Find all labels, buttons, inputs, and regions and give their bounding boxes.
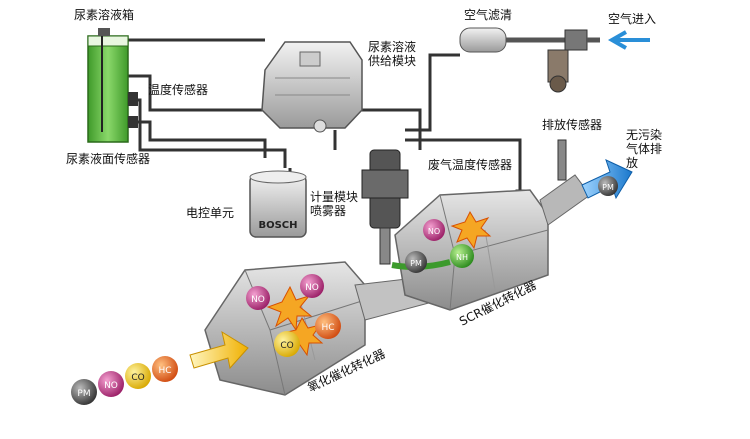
exhaust-sensor-label: 排放传感器: [542, 118, 603, 132]
exhaust-sensor-icon: [557, 139, 567, 181]
level-sensor-icon: [128, 116, 138, 128]
clean-out-label: 无污染气体排放: [626, 128, 663, 170]
supply-module-label: 尿素溶液供给模块: [368, 40, 417, 68]
molecule-co-in: CO: [125, 363, 151, 389]
molecule-pm-in: PM: [71, 379, 97, 405]
molecule-co-oxi: CO: [274, 331, 300, 357]
svg-text:HC: HC: [321, 323, 334, 333]
scr-catalyst: [394, 174, 591, 311]
molecule-no-oxi: NO: [246, 286, 270, 310]
urea-tank-label: 尿素溶液箱: [74, 8, 135, 22]
molecule-pm-scr: PM: [405, 251, 427, 273]
molecule-hc-oxi: HC: [315, 313, 341, 339]
air-in-label: 空气进入: [608, 12, 657, 26]
urea-tank: [87, 28, 138, 143]
molecule-hc-in: HC: [152, 356, 178, 382]
air-in-arrow: [607, 30, 650, 50]
air-filter: [459, 27, 600, 93]
dosing-module-label: 计量模块喷雾器: [310, 190, 359, 218]
svg-text:PM: PM: [602, 183, 614, 192]
ecu-brand-label: BOSCH: [258, 220, 297, 231]
svg-text:NO: NO: [251, 295, 265, 305]
svg-text:NO: NO: [305, 283, 319, 293]
svg-text:CO: CO: [131, 373, 144, 383]
svg-text:NO: NO: [104, 381, 118, 391]
molecule-nh-scr: NH: [450, 244, 474, 268]
reaction-burst-icon: [450, 210, 492, 250]
svg-text:NO: NO: [428, 227, 440, 236]
svg-text:PM: PM: [410, 259, 422, 268]
svg-text:HC: HC: [158, 366, 171, 376]
svg-text:CO: CO: [280, 341, 293, 351]
exhaust-temp-sensor-label: 废气温度传感器: [428, 158, 513, 172]
level-sensor-label: 尿素液面传感器: [66, 152, 151, 166]
temp-sensor-icon: [128, 92, 138, 106]
supply-module: [261, 41, 363, 133]
air-filter-label: 空气滤清: [464, 8, 513, 22]
svg-text:NH: NH: [456, 253, 468, 262]
molecule-no-oxi-2: NO: [300, 274, 324, 298]
ecu-label: 电控单元: [186, 206, 235, 220]
molecule-no-in: NO: [98, 371, 124, 397]
temp-sensor-label: 温度传感器: [148, 83, 209, 97]
molecule-pm-out: PM: [598, 176, 618, 196]
molecule-no-scr: NO: [423, 219, 445, 241]
ecu-unit: BOSCH: [249, 170, 307, 238]
svg-text:PM: PM: [77, 389, 90, 399]
exhaust-in-arrow: [189, 330, 249, 370]
dosing-module: [361, 149, 409, 265]
